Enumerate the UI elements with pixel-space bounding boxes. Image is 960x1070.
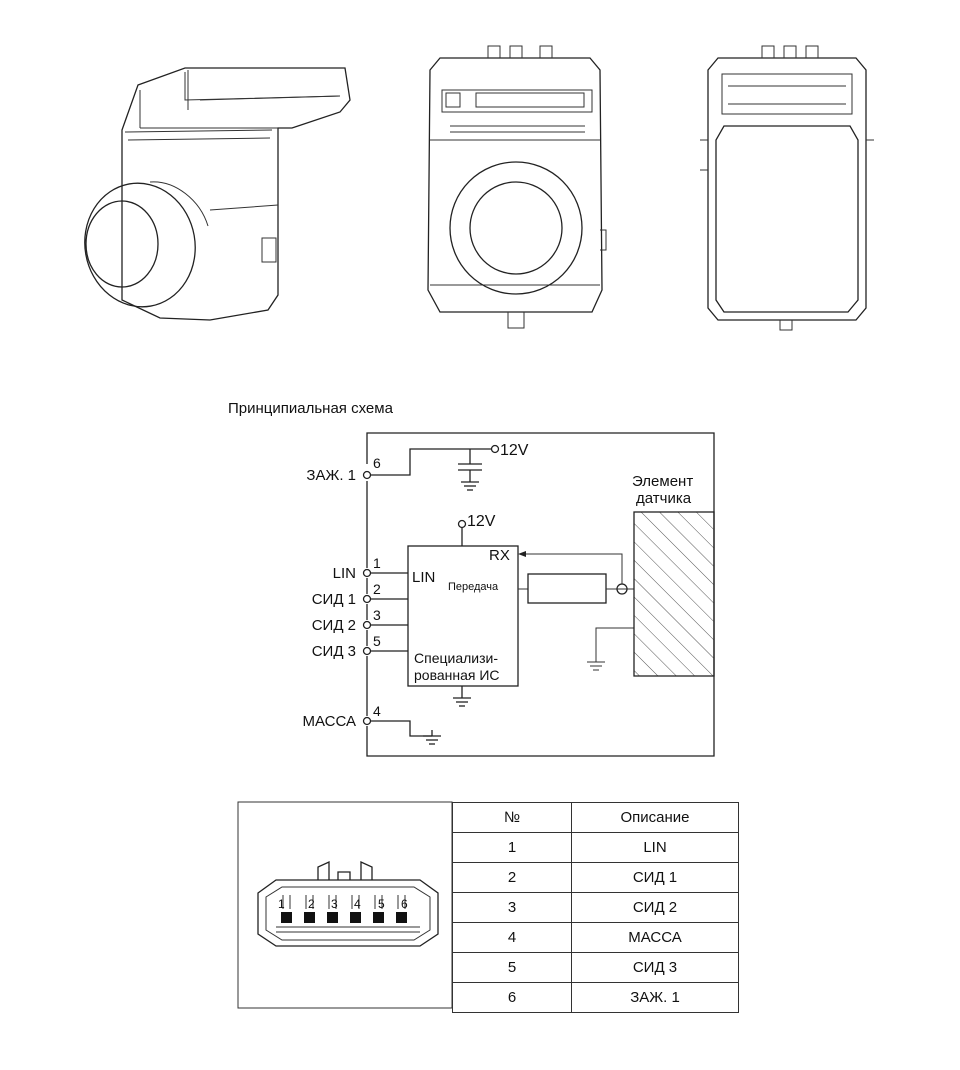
sensor-signal-path xyxy=(518,551,634,671)
pin-label-led2: СИД 2 xyxy=(312,617,356,634)
connector-drawing xyxy=(257,860,439,947)
table-row: 3 СИД 2 xyxy=(452,892,739,923)
table-cell-number: 5 xyxy=(452,952,572,983)
sensor-perspective-drawing xyxy=(84,67,351,321)
ic-name-line1: Специализи- xyxy=(414,650,498,666)
pin-number-3: 3 xyxy=(373,607,381,623)
ignition-supply-circuit xyxy=(371,444,500,491)
table-row: 6 ЗАЖ. 1 xyxy=(452,982,739,1013)
pin-number-4: 4 xyxy=(373,703,381,719)
sensor-front-drawing xyxy=(427,45,607,329)
schematic-title: Принципиальная схема xyxy=(228,400,394,417)
pin-label-ign1: ЗАЖ. 1 xyxy=(306,467,356,484)
connector-pin-label-2: 2 xyxy=(308,897,315,911)
supply-12v-label-ic: 12V xyxy=(467,513,496,530)
pin-number-6: 6 xyxy=(373,455,381,471)
table-row: 1 LIN xyxy=(452,832,739,863)
pin-description-table: № Описание 1 LIN 2 СИД 1 3 СИД 2 4 МАССА… xyxy=(452,802,739,1013)
pin-number-1: 1 xyxy=(373,555,381,571)
sensor-element-label-line1: Элемент xyxy=(632,473,693,490)
table-row: 2 СИД 1 xyxy=(452,862,739,893)
table-cell-number: 6 xyxy=(452,982,572,1013)
table-cell-description: LIN xyxy=(571,832,739,863)
pin-number-5: 5 xyxy=(373,633,381,649)
pin-number-2: 2 xyxy=(373,581,381,597)
pin-label-led1: СИД 1 xyxy=(312,591,356,608)
connector-pin-label-3: 3 xyxy=(331,897,338,911)
sensor-element-label-line2: датчика xyxy=(636,490,692,507)
ic-tx-label: Передача xyxy=(448,581,499,593)
asic-block xyxy=(407,519,519,707)
connector-pin-label-6: 6 xyxy=(401,897,408,911)
table-cell-description: МАССА xyxy=(571,922,739,953)
supply-12v-label-top: 12V xyxy=(500,442,529,459)
table-header-row: № Описание xyxy=(452,802,739,833)
table-row: 5 СИД 3 xyxy=(452,952,739,983)
table-header-description: Описание xyxy=(571,802,739,833)
sensor-rear-drawing xyxy=(700,45,874,331)
table-cell-number: 1 xyxy=(452,832,572,863)
sensor-element xyxy=(633,511,715,677)
connector-pin-label-1: 1 xyxy=(278,897,285,911)
connector-panel xyxy=(237,801,453,1009)
pin-wiring xyxy=(371,572,441,745)
table-cell-description: СИД 1 xyxy=(571,862,739,893)
table-cell-description: ЗАЖ. 1 xyxy=(571,982,739,1013)
pin-label-lin: LIN xyxy=(333,565,356,582)
connector-pin-label-5: 5 xyxy=(378,897,385,911)
table-cell-description: СИД 3 xyxy=(571,952,739,983)
table-cell-number: 2 xyxy=(452,862,572,893)
table-row: 4 МАССА xyxy=(452,922,739,953)
ic-name-line2: рованная ИС xyxy=(414,667,500,683)
table-cell-number: 4 xyxy=(452,922,572,953)
ic-lin-label: LIN xyxy=(412,569,435,586)
pin-label-ground: МАССА xyxy=(302,713,356,730)
table-cell-number: 3 xyxy=(452,892,572,923)
pin-label-led3: СИД 3 xyxy=(312,643,356,660)
table-header-number: № xyxy=(452,802,572,833)
connector-pin-label-4: 4 xyxy=(354,897,361,911)
ic-rx-label: RX xyxy=(489,547,510,564)
table-cell-description: СИД 2 xyxy=(571,892,739,923)
pin-terminals xyxy=(362,470,372,726)
